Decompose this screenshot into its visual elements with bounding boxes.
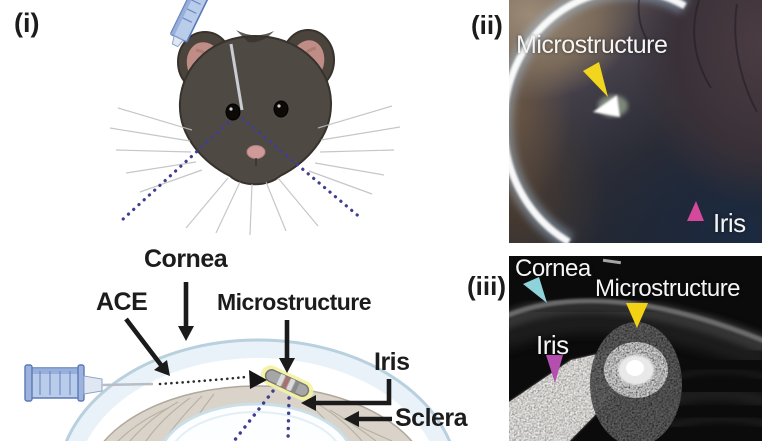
ace-arrow (124, 317, 163, 367)
annotation-arrowheads (154, 326, 359, 427)
syringe-icon-side (24, 364, 154, 402)
limbus-arc (509, 0, 689, 243)
panel-ii-overlay (509, 0, 758, 243)
scan-dotted-lines (232, 389, 291, 441)
microstructure-capsule (260, 365, 314, 401)
microstructure-arrowhead-icon (583, 62, 608, 97)
panel-ii-photo: Microstructure Iris (509, 0, 762, 243)
magnification-dotted-line-left (119, 121, 230, 223)
microstructure-arrowhead-icon (626, 303, 648, 328)
microstructure-reflection (593, 95, 628, 117)
sclera-label: Sclera (395, 404, 468, 432)
whiskers (109, 105, 401, 236)
iris-arrowhead-icon (687, 201, 704, 221)
panel-iii-overlay (509, 258, 762, 441)
oct-side-streaks (656, 367, 762, 430)
oct-microstructure-blob (590, 322, 682, 441)
mouse-head-illustration (109, 29, 401, 236)
hair-strands (637, 0, 758, 113)
panel-iii-oct-image: Cornea Microstructure Iris (509, 256, 762, 441)
panel-iii-iris-label: Iris (536, 330, 569, 360)
microstructure-label: Microstructure (217, 289, 372, 315)
panel-i-marker: (i) (14, 8, 40, 38)
ace-label: ACE (96, 288, 148, 316)
annotation-arrows (124, 282, 392, 422)
injection-path-arrowhead-icon (249, 370, 267, 389)
injection-path-dotted-line (158, 375, 248, 386)
panel-i-illustration (24, 0, 452, 441)
syringe-icon-top (170, 0, 244, 111)
iris-label: Iris (374, 348, 410, 376)
oct-cornea-band (509, 258, 762, 372)
iris-elbow-arrow (311, 379, 392, 406)
cornea-arrowhead-icon (523, 277, 547, 303)
panel-iii-cornea-label: Cornea (515, 256, 591, 282)
magnification-dotted-lines (119, 117, 364, 223)
panel-ii-marker: (ii) (471, 10, 503, 40)
panel-iii-marker: (iii) (467, 271, 506, 301)
panel-ii-microstructure-label: Microstructure (516, 31, 668, 59)
panel-iii-microstructure-label: Microstructure (595, 275, 741, 302)
magnification-dotted-line-right (241, 117, 364, 221)
panel-ii-iris-label: Iris (713, 208, 746, 238)
cornea-label: Cornea (144, 245, 228, 273)
iris-arrowhead-icon (546, 355, 563, 383)
